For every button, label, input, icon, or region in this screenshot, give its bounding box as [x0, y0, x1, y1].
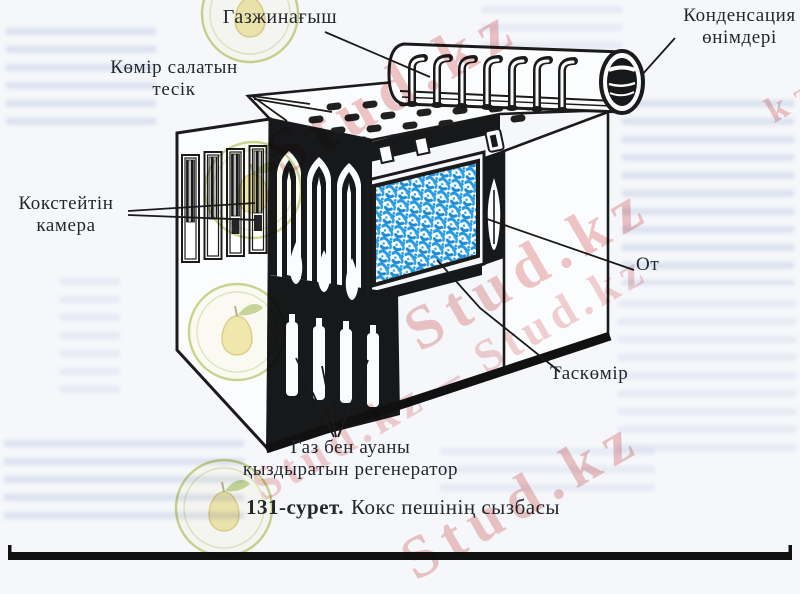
coking-chamber-face — [177, 119, 270, 449]
coal-chamber — [368, 114, 504, 304]
figure-caption: 131-сурет. Кокс пешінің сызбасы — [100, 495, 706, 520]
scanned-textbook-page: { "figure": { "labels": { "gas_collector… — [0, 0, 800, 562]
figure-title: Кокс пешінің сызбасы — [351, 495, 560, 519]
figure-number: 131-сурет. — [246, 495, 344, 519]
page-bottom-rule — [8, 545, 792, 560]
coke-oven-diagram — [0, 0, 800, 562]
fire-slot — [484, 150, 504, 265]
coal-fill — [374, 161, 478, 285]
